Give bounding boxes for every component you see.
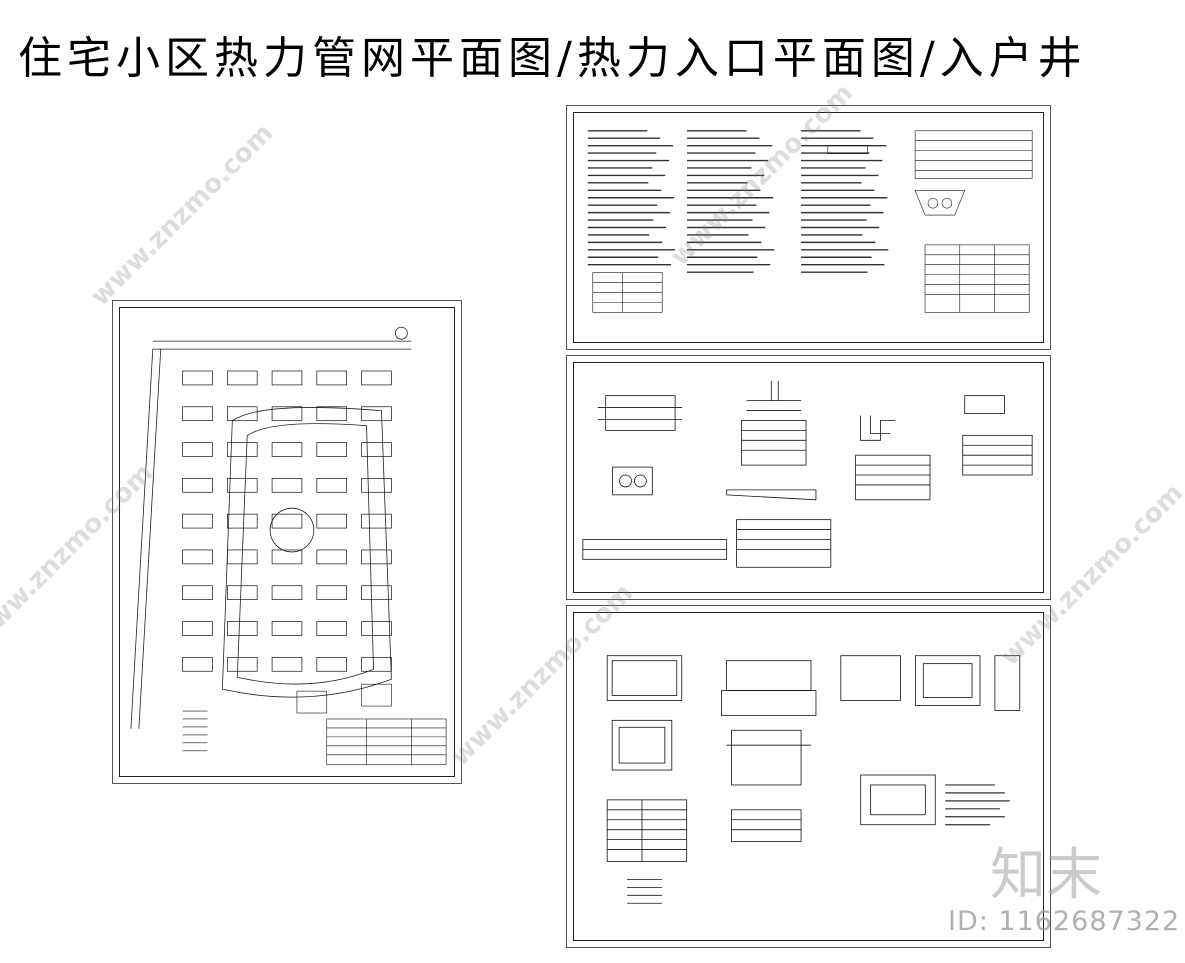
image-id: ID: 1162687322	[948, 906, 1181, 937]
building-block	[271, 442, 303, 457]
building-block	[361, 549, 392, 565]
building-block	[271, 585, 303, 601]
building-block	[316, 549, 348, 565]
building-block	[361, 513, 392, 529]
building-block	[361, 656, 392, 672]
building-block	[271, 513, 303, 529]
building-block	[361, 370, 392, 386]
building-block	[271, 478, 303, 493]
building-block	[182, 478, 213, 493]
building-block	[182, 406, 213, 422]
building-block	[316, 585, 348, 601]
site-plan-drawing	[130, 326, 447, 766]
brand-logo: 知末	[990, 843, 1102, 908]
building-block	[182, 549, 213, 565]
building-block	[226, 406, 258, 422]
building-block	[182, 370, 213, 386]
building-block	[226, 442, 258, 457]
building-block	[226, 478, 258, 493]
building-block	[361, 621, 392, 636]
watermark-text: www.znzmo.com	[85, 118, 280, 312]
details-sheet	[566, 355, 1051, 600]
building-block	[271, 406, 303, 422]
building-block	[316, 656, 348, 672]
building-block	[182, 513, 213, 529]
page-title: 住宅小区热力管网平面图/热力入口平面图/入户井	[18, 33, 1087, 84]
building-block	[316, 621, 348, 636]
building-block	[361, 406, 392, 422]
building-block	[226, 370, 258, 386]
building-block	[271, 621, 303, 636]
building-block	[271, 656, 303, 672]
building-block	[316, 406, 348, 422]
building-block	[182, 656, 213, 672]
notes-sheet	[566, 105, 1051, 350]
building-block	[226, 621, 258, 636]
building-block	[226, 585, 258, 601]
building-block	[316, 478, 348, 493]
building-block	[226, 549, 258, 565]
building-block	[316, 513, 348, 529]
site-plan-sheet	[112, 300, 462, 784]
building-block	[361, 585, 392, 601]
building-block	[226, 513, 258, 529]
details-drawing	[582, 380, 1033, 568]
building-block	[316, 442, 348, 457]
building-block	[182, 585, 213, 601]
building-block	[361, 478, 392, 493]
entry-well-sheet	[566, 605, 1051, 948]
building-block	[316, 370, 348, 386]
entry-well-drawing	[606, 655, 1021, 904]
building-block	[271, 549, 303, 565]
building-block	[182, 621, 213, 636]
building-block	[271, 370, 303, 386]
notes-drawing	[587, 130, 1033, 313]
building-block	[182, 442, 213, 457]
building-block	[226, 656, 258, 672]
building-block	[361, 442, 392, 457]
